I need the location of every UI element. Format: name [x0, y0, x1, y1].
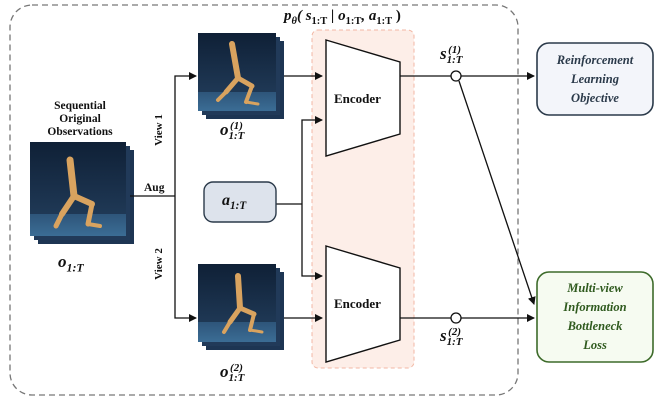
action-box: [203, 181, 277, 223]
aug-label: Aug: [144, 182, 165, 194]
s1-node: [450, 70, 462, 82]
original-observation-stack: [30, 142, 134, 244]
s-view1-label: s(1)1:T: [440, 44, 463, 67]
sequential-observations-label: Sequential Original Observations: [47, 100, 113, 138]
augmentation-lines: [130, 72, 197, 322]
s-view2-label: s(2)1:T: [440, 326, 463, 349]
o-view2-label: o(2)1:T: [220, 362, 245, 385]
rl-objective-text: Reinforcement Learning Objective: [556, 52, 634, 105]
view1-label: View 1: [152, 114, 165, 146]
mib-loss-box: [536, 271, 654, 363]
view2-label: View 2: [152, 248, 165, 280]
mib-loss-text: Multi-view Information Bottleneck Loss: [563, 281, 627, 352]
action-label: a1:T: [222, 192, 247, 213]
encoder-bottom-label: Encoder: [334, 296, 381, 311]
encoder-top-label: Encoder: [334, 91, 381, 106]
encoder-top-shape: [325, 39, 401, 157]
view1-observation-stack: [198, 33, 284, 119]
o-main-label: o1:T: [58, 252, 84, 275]
model-title: pθ( s1:T | o1:T, a1:T ): [284, 8, 401, 27]
s1-to-mib-arrow: [458, 80, 536, 305]
encoder-bottom-shape: [325, 245, 401, 363]
o-view1-label: o(1)1:T: [220, 120, 245, 143]
rl-objective-box: [536, 42, 654, 116]
action-to-encoders-lines: [276, 116, 323, 280]
model-boundary: [9, 4, 519, 396]
view2-observation-stack: [198, 264, 284, 350]
s2-node: [450, 312, 462, 324]
